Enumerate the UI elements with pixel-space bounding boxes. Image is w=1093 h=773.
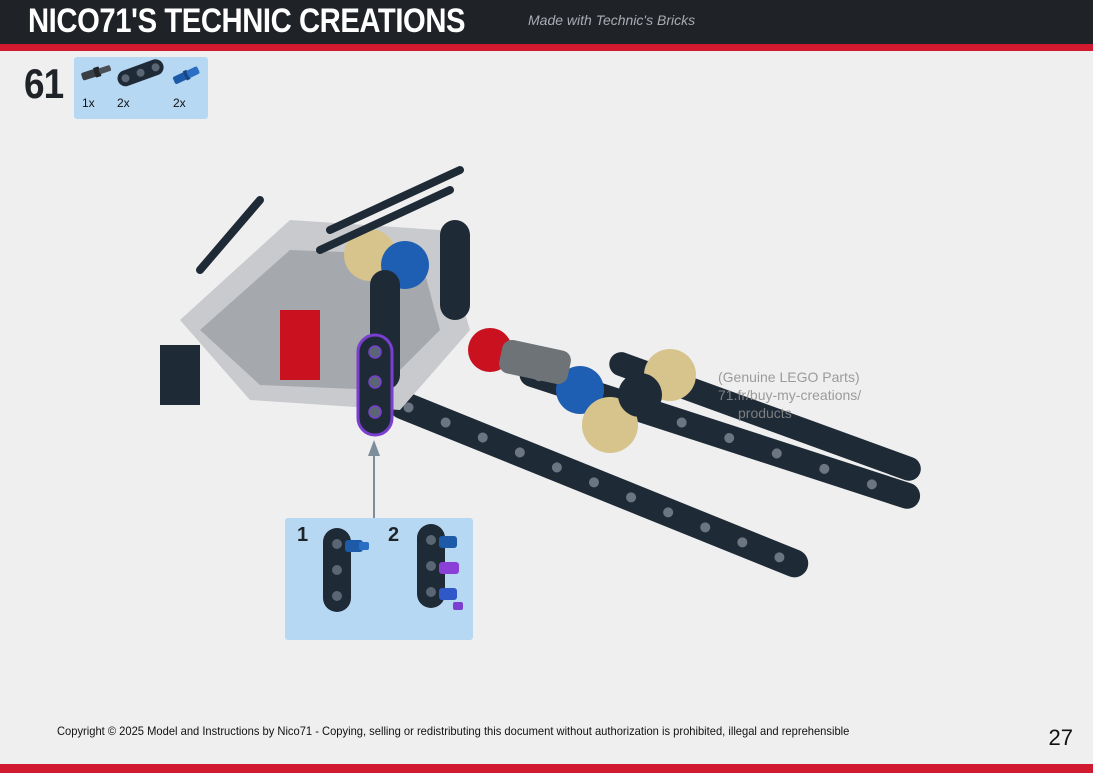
brand-title: NICO71'S TECHNIC CREATIONS: [28, 2, 466, 40]
callout-illustration: [323, 524, 463, 612]
part-qty-1: 1x: [82, 96, 95, 110]
step-number: 61: [24, 60, 64, 107]
watermark-text: (Genuine LEGO Parts) 71.fr/buy-my-creati…: [718, 368, 861, 422]
page-number: 27: [1048, 725, 1073, 750]
callout-step-1-liftarm-icon: [323, 528, 369, 612]
header-stripe: [0, 44, 1093, 51]
axle-pin-part-icon: [81, 65, 112, 81]
callout-step-1: 1: [297, 524, 309, 546]
watermark-line-2: 71.fr/buy-my-creations/: [718, 387, 862, 403]
footer-stripe: [0, 764, 1093, 773]
parts-list-icons: [81, 59, 200, 87]
watermark-line-1: (Genuine LEGO Parts): [718, 369, 860, 385]
callout-arrow-icon: [368, 440, 380, 518]
part-qty-3: 2x: [173, 96, 186, 110]
model-illustration: [140, 160, 940, 590]
callout-step-2-liftarm-icon: [417, 524, 463, 610]
liftarm-part-icon: [117, 59, 164, 87]
part-qty-2: 2x: [117, 96, 130, 110]
callout-step-2: 2: [388, 524, 400, 546]
sub-assembly-callout: 1 2: [285, 518, 473, 640]
technic-model-render: [160, 166, 921, 578]
blue-pin-part-icon: [172, 66, 200, 84]
watermark-line-3: products: [738, 405, 792, 421]
parts-list-panel: 1x 2x 2x: [74, 57, 208, 119]
copyright-notice: Copyright © 2025 Model and Instructions …: [57, 724, 850, 738]
brand-tagline: Made with Technic's Bricks: [528, 12, 696, 28]
header-bar: NICO71'S TECHNIC CREATIONS Made with Tec…: [0, 0, 1093, 44]
